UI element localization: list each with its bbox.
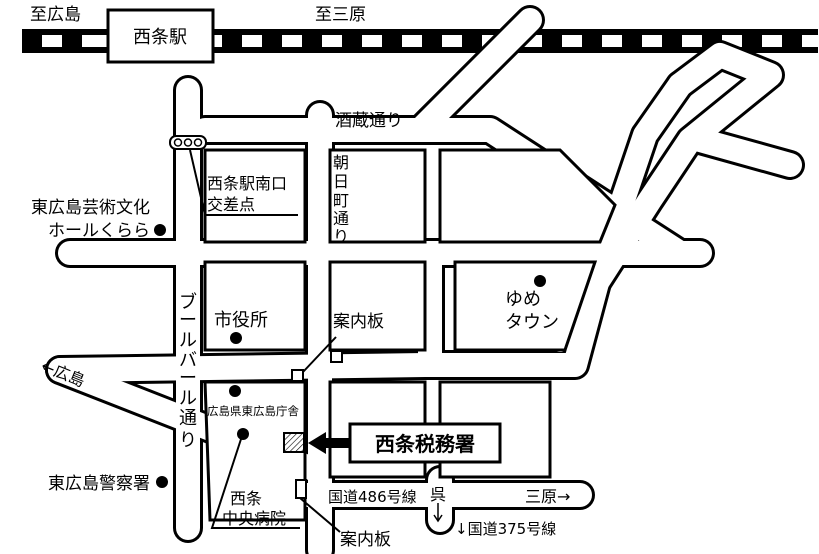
- route375-label: ↓国道375号線: [455, 520, 556, 538]
- svg-text:ル: ル: [179, 330, 197, 351]
- info-board-south-leader-line: [299, 497, 341, 533]
- railway-to-mihara: 至三原: [315, 5, 366, 25]
- railway-dash: [782, 35, 802, 47]
- svg-text:通: 通: [179, 408, 197, 429]
- svg-text:日: 日: [333, 172, 349, 191]
- road-surface: [48, 8, 802, 554]
- youme-marker-icon: [534, 275, 546, 287]
- city-hall-marker-icon: [230, 332, 242, 344]
- crossing-leader-line: [189, 149, 298, 216]
- railway-dash: [622, 35, 642, 47]
- svg-text:通: 通: [333, 209, 349, 228]
- svg-text:ー: ー: [179, 310, 197, 331]
- railway-dash: [382, 35, 402, 47]
- info-board-south-label: 案内板: [340, 530, 391, 550]
- hall-label-2: ホールくらら: [48, 221, 150, 241]
- tax-office-arrow-icon: [308, 432, 350, 454]
- hospital-leader-line: [210, 435, 300, 529]
- railway-dash: [662, 35, 682, 47]
- railway-dash: [422, 35, 442, 47]
- crossing-label-1: 西条駅南口: [207, 174, 287, 193]
- railway-dash: [62, 35, 82, 47]
- railway-dash: [462, 35, 482, 47]
- svg-text:朝: 朝: [333, 153, 349, 172]
- info-board-mid-icon: [291, 369, 304, 382]
- kure-label: 呉: [430, 485, 446, 504]
- info-board-north-label: 案内板: [333, 312, 384, 332]
- svg-text:ル: ル: [179, 388, 197, 409]
- police-label: 東広島警察署: [48, 474, 150, 494]
- info-board-leader-line: [302, 336, 337, 373]
- railway-dash: [582, 35, 602, 47]
- street-asahimachi: 朝 日 町 通 り: [333, 153, 349, 246]
- pref-office-marker-icon: [229, 385, 241, 397]
- hospital-marker-icon: [237, 428, 249, 440]
- hall-label-1: 東広島芸術文化: [31, 198, 150, 218]
- railway-dash: [222, 35, 242, 47]
- city-hall-label: 市役所: [214, 310, 268, 331]
- svg-text:町: 町: [333, 191, 349, 210]
- mihara-label: 三原→: [525, 487, 570, 506]
- tax-office-label: 西条税務署: [375, 432, 475, 456]
- svg-text:り: り: [333, 227, 349, 246]
- railway-dash: [262, 35, 282, 47]
- railway-dash: [542, 35, 562, 47]
- svg-text:ー: ー: [179, 368, 197, 389]
- hall-marker-icon: [154, 224, 166, 236]
- route486-label: 国道486号線: [328, 488, 417, 506]
- kure-arrow-icon: [433, 503, 443, 523]
- svg-text:バ: バ: [179, 350, 197, 371]
- info-board-south-icon: [295, 479, 307, 499]
- youme-label-1: ゆめ: [505, 289, 541, 310]
- svg-text:り: り: [179, 430, 197, 451]
- street-boulevard: ブ ー ル バ ー ル 通 り: [179, 291, 197, 451]
- city-blocks: [203, 148, 617, 522]
- railway-to-hiroshima: 至広島: [30, 5, 81, 25]
- svg-text:ブ: ブ: [179, 291, 197, 313]
- youme-label-2: タウン: [505, 312, 559, 333]
- railway-dash: [742, 35, 762, 47]
- pref-office-label: 広島県東広島庁舎: [207, 404, 299, 418]
- street-sakagura: 酒蔵通り: [335, 111, 403, 131]
- station-label: 西条駅: [133, 27, 187, 48]
- railway-dash: [342, 35, 362, 47]
- crossing-label-2: 交差点: [207, 195, 255, 214]
- traffic-signal-icon: [169, 135, 207, 150]
- tax-office-building-icon: [283, 432, 305, 453]
- railway-dash: [302, 35, 322, 47]
- station-box: [106, 8, 215, 64]
- railway-dash: [22, 35, 42, 47]
- hospital-label-2: 中央病院: [222, 509, 286, 528]
- hospital-label-1: 西条: [230, 489, 262, 508]
- tax-office-box: [348, 422, 502, 464]
- info-board-north-icon: [330, 350, 343, 363]
- police-marker-icon: [156, 476, 168, 488]
